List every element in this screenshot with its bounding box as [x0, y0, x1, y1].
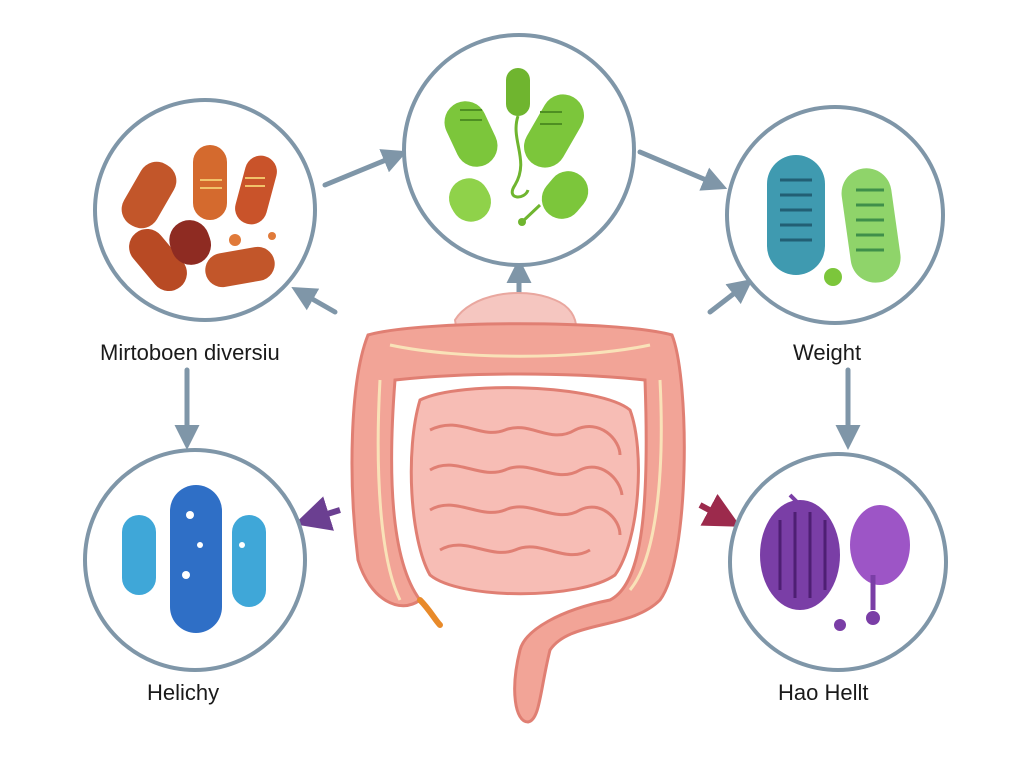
intestine-icon	[352, 293, 684, 722]
appendix	[420, 600, 440, 625]
arrow-topleft-to-topcenter	[325, 155, 398, 185]
arrow-gut-to-topleft	[300, 292, 335, 312]
label-microbiome-diversity: Mirtoboen diversiu	[100, 340, 280, 366]
arrow-gut-to-bottomright	[700, 505, 728, 520]
arrow-topcenter-to-topright	[640, 152, 718, 185]
circle-bottom-left	[85, 450, 305, 670]
arrow-gut-to-topright	[710, 285, 745, 312]
circle-top-right	[727, 107, 943, 323]
circle-top-left	[95, 100, 315, 320]
circle-bottom-right	[730, 454, 946, 670]
arrow-gut-to-bottomleft	[308, 510, 340, 520]
circle-top-center	[404, 35, 634, 265]
small-intestine	[411, 388, 638, 594]
label-healthy: Helichy	[147, 680, 219, 706]
label-health: Hao Hellt	[778, 680, 868, 706]
label-weight: Weight	[793, 340, 861, 366]
